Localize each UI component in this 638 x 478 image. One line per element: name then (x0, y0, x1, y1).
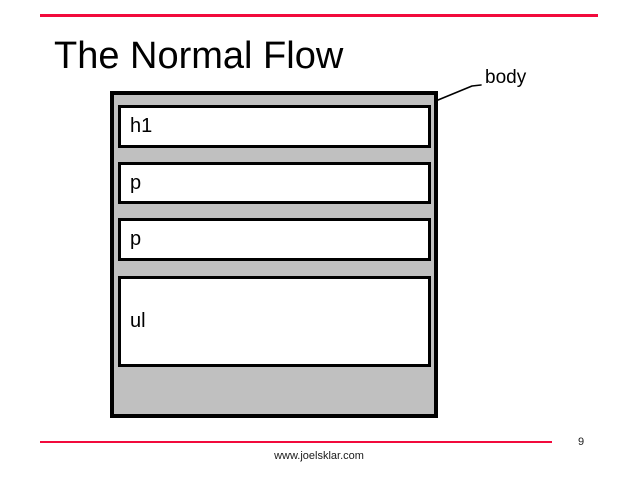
top-accent-rule (40, 14, 598, 17)
diagram-box-p-second-label: p (130, 228, 142, 250)
diagram-box-ul: ul (118, 276, 431, 367)
diagram-box-p-first-label: p (130, 171, 142, 194)
body-callout-label: body (485, 67, 527, 88)
bottom-accent-rule (40, 441, 552, 443)
slide-title: The Normal Flow (54, 35, 344, 77)
diagram-body-container: h1 p p ul (110, 91, 438, 418)
page-number: 9 (577, 436, 585, 448)
diagram-box-h1: h1 (118, 105, 431, 148)
diagram-box-p-first: p (118, 162, 431, 204)
diagram-box-p-second: p (118, 218, 431, 261)
diagram-box-h1-label: h1 (130, 115, 153, 137)
body-callout-line (437, 84, 482, 101)
diagram-box-ul-label: ul (130, 310, 146, 332)
footer-url: www.joelsklar.com (274, 450, 364, 462)
